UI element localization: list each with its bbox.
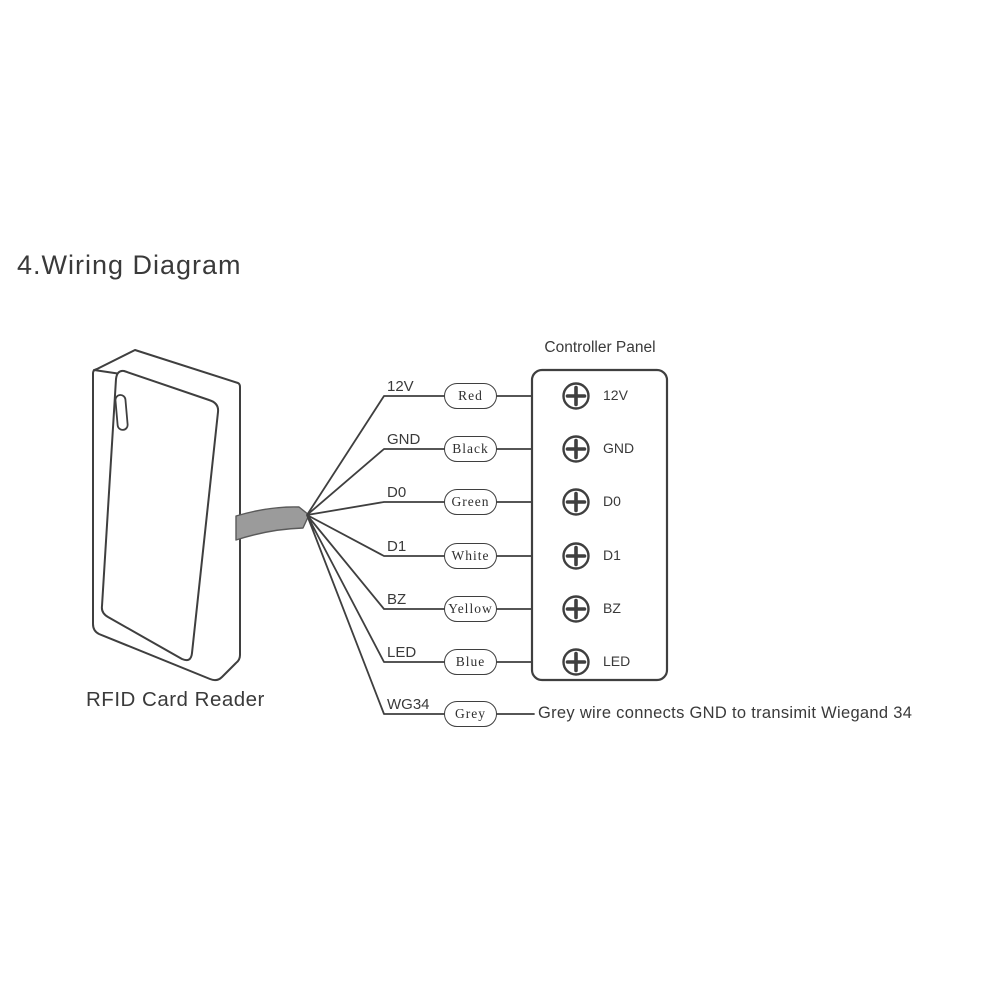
terminal-screw-d1 [562, 542, 590, 570]
terminal-screw-12v [562, 382, 590, 410]
controller-panel-box [530, 368, 669, 682]
controller-panel-title: Controller Panel [544, 339, 656, 356]
terminal-label-12v: 12V [603, 387, 628, 403]
wire-label-led: LED [387, 644, 417, 661]
reader-top-face-edge [93, 369, 122, 375]
wire-color-oval-grey: Grey [444, 701, 497, 727]
terminal-label-d0: D0 [603, 493, 621, 509]
terminal-screw-bz [562, 595, 590, 623]
wire-color-oval-red: Red [444, 383, 497, 409]
grey-wire-note: Grey wire connects GND to transimit Wieg… [538, 704, 913, 722]
terminal-screw-d0 [562, 488, 590, 516]
wire-label-d0: D0 [387, 484, 407, 501]
wire-color-oval-white: White [444, 543, 497, 569]
wire-label-12v: 12V [387, 378, 414, 395]
wire-label-d1: D1 [387, 538, 407, 555]
wire-color-oval-yellow: Yellow [444, 596, 497, 622]
wire-color-oval-green: Green [444, 489, 497, 515]
wire-color-oval-black: Black [444, 436, 497, 462]
page-title: 4.Wiring Diagram [17, 250, 242, 280]
terminal-label-d1: D1 [603, 547, 621, 563]
reader-led-slot [114, 394, 129, 431]
terminal-screw-gnd [562, 435, 590, 463]
wire-label-gnd: GND [387, 431, 421, 448]
terminal-label-bz: BZ [603, 600, 621, 616]
reader-front-face [100, 369, 220, 662]
terminal-screw-led [562, 648, 590, 676]
reader-label: RFID Card Reader [86, 688, 265, 711]
terminal-label-led: LED [603, 653, 631, 669]
reader-cable [235, 506, 310, 541]
terminal-label-gnd: GND [603, 440, 635, 456]
wire-fan-lines [306, 395, 445, 715]
wire-panel-segments [496, 395, 535, 715]
wire-color-oval-blue: Blue [444, 649, 497, 675]
wire-label-bz: BZ [387, 591, 407, 608]
wire-label-wg34: WG34 [387, 696, 430, 713]
